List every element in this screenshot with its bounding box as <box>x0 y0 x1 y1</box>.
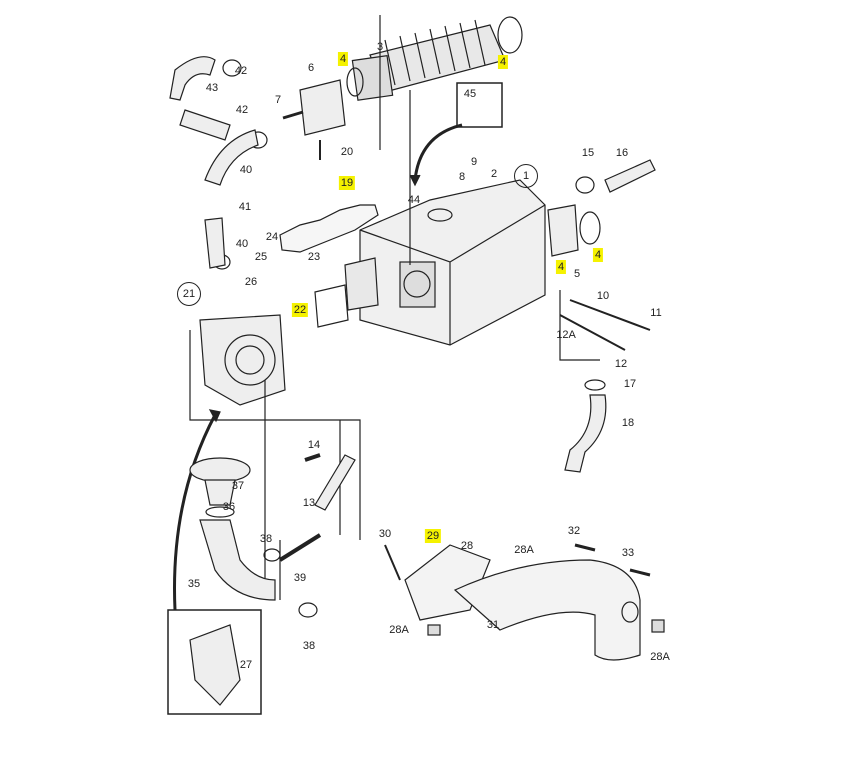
callout-4-highlighted: 4 <box>497 55 509 69</box>
callout-2: 2 <box>490 168 498 180</box>
callout-37: 37 <box>231 480 245 492</box>
callout-25: 25 <box>254 251 268 263</box>
callout-20: 20 <box>340 146 354 158</box>
detail-box-45 <box>456 82 503 128</box>
callout-28a: 28A <box>389 624 409 636</box>
callout-27: 27 <box>239 659 253 671</box>
callout-42: 42 <box>235 104 249 116</box>
callout-41: 41 <box>238 201 252 213</box>
callout-40: 40 <box>239 164 253 176</box>
callout-19-highlighted: 19 <box>338 176 356 190</box>
callout-12: 12 <box>614 358 628 370</box>
callout-26: 26 <box>244 276 258 288</box>
callout-16: 16 <box>615 147 629 159</box>
callout-17: 17 <box>623 378 637 390</box>
callout-21-circled: 21 <box>177 282 201 306</box>
callout-28a: 28A <box>514 544 534 556</box>
callout-14: 14 <box>307 439 321 451</box>
callout-15: 15 <box>581 147 595 159</box>
callout-4-highlighted: 4 <box>555 260 567 274</box>
callout-31: 31 <box>486 619 500 631</box>
callout-39: 39 <box>293 572 307 584</box>
callout-10: 10 <box>596 290 610 302</box>
callout-24: 24 <box>265 231 279 243</box>
callout-13: 13 <box>302 497 316 509</box>
callout-11: 11 <box>650 307 662 319</box>
callout-1-circled: 1 <box>514 164 538 188</box>
callout-6: 6 <box>307 62 315 74</box>
callout-28a: 28A <box>650 651 670 663</box>
callout-38: 38 <box>259 533 273 545</box>
callout-36: 36 <box>222 501 236 513</box>
callout-30: 30 <box>378 528 392 540</box>
callout-33: 33 <box>621 547 635 559</box>
callout-44: 44 <box>407 194 421 206</box>
heat-exchanger-core <box>351 16 523 101</box>
callout-22-highlighted: 22 <box>291 303 309 317</box>
callout-4-highlighted: 4 <box>337 52 349 66</box>
callout-35: 35 <box>187 578 201 590</box>
callout-38: 38 <box>302 640 316 652</box>
callout-29-highlighted: 29 <box>424 529 442 543</box>
callout-8: 8 <box>458 171 466 183</box>
callout-18: 18 <box>621 417 635 429</box>
detail-box-27 <box>167 609 262 715</box>
callout-7: 7 <box>274 94 282 106</box>
callout-42: 42 <box>234 65 248 77</box>
callout-3: 3 <box>376 41 384 53</box>
callout-5: 5 <box>573 268 581 280</box>
exhaust-elbow-pipe <box>404 544 641 661</box>
callout-23: 23 <box>307 251 321 263</box>
exhaust-manifold <box>314 179 546 346</box>
callout-28: 28 <box>460 540 474 552</box>
callout-9: 9 <box>470 156 478 168</box>
callout-32: 32 <box>567 525 581 537</box>
callout-4-highlighted: 4 <box>592 248 604 262</box>
callout-43: 43 <box>205 82 219 94</box>
callout-40: 40 <box>235 238 249 250</box>
callout-45: 45 <box>463 88 477 100</box>
callout-12a: 12A <box>556 329 576 341</box>
